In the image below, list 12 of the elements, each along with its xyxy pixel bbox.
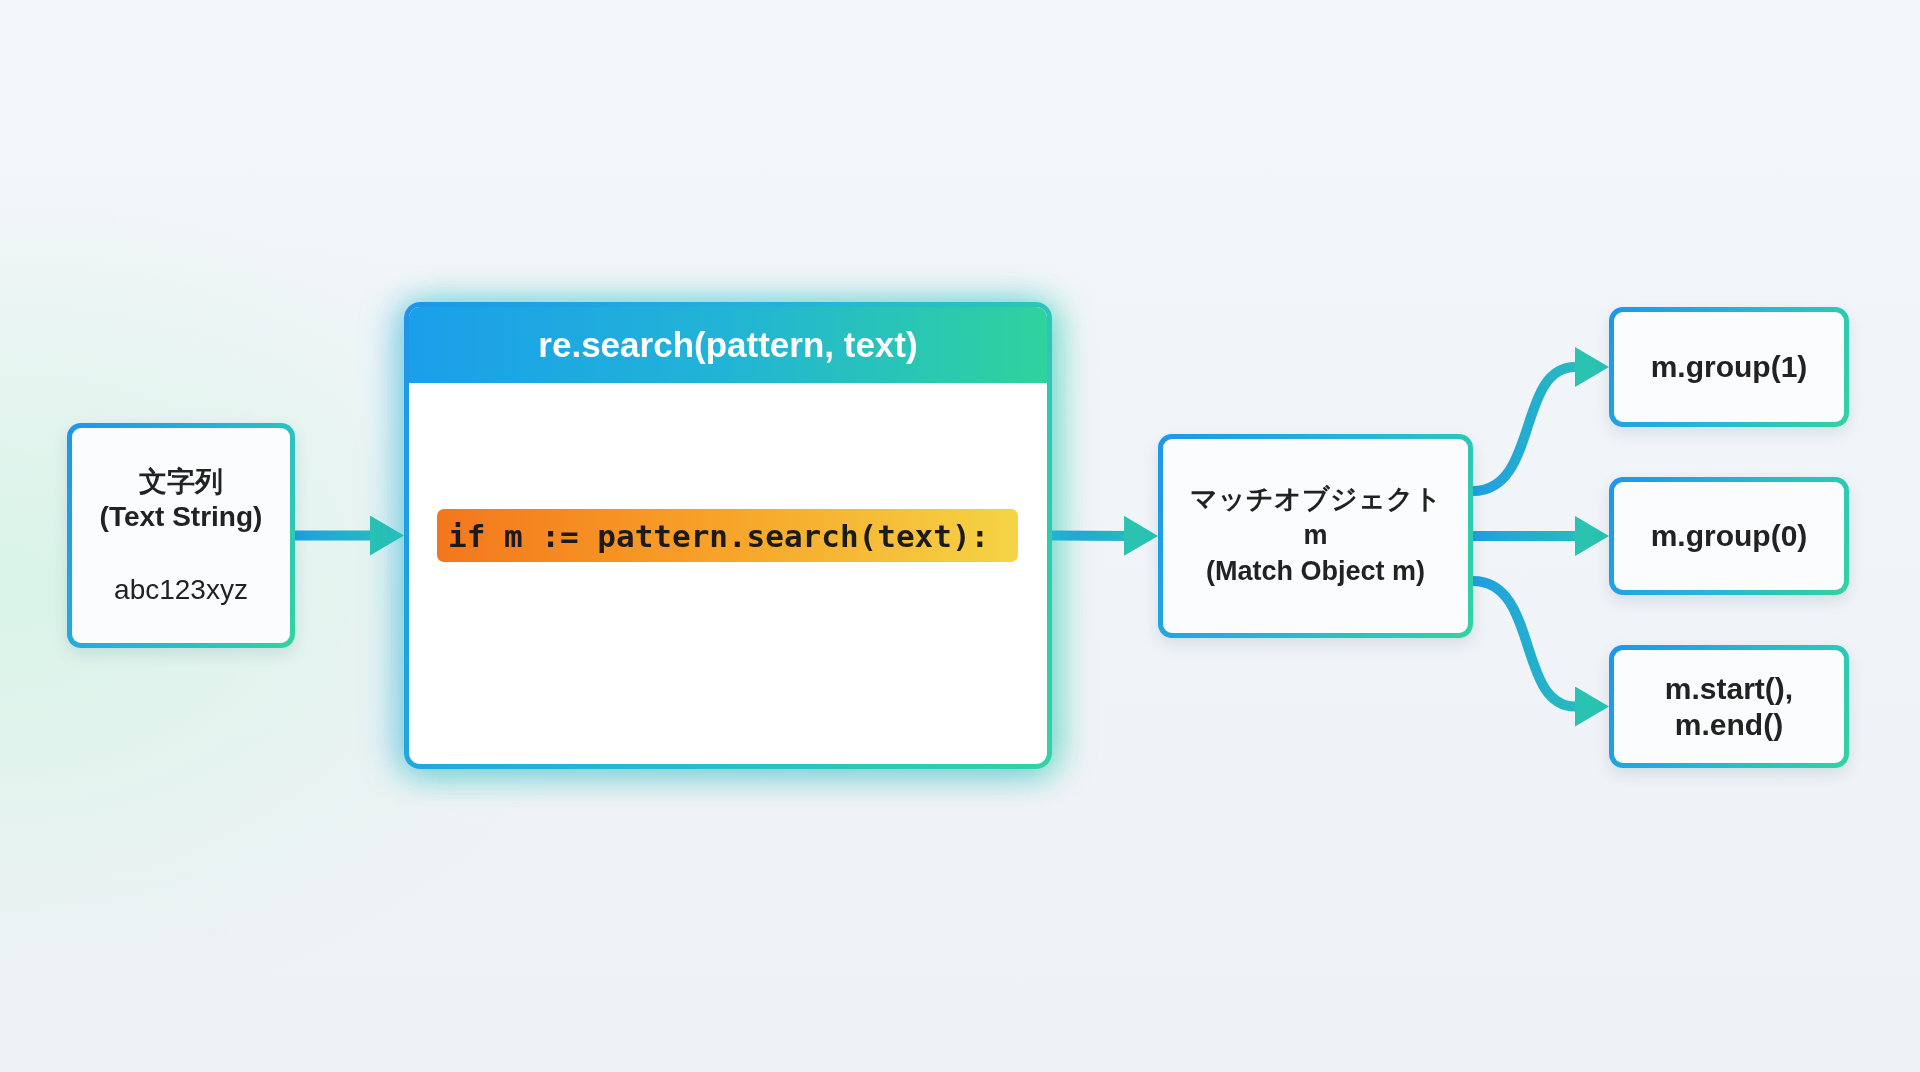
box-value: abc123xyz xyxy=(114,573,248,607)
method-label: m.start(), m.end() xyxy=(1664,670,1794,743)
method-label: m.group(1) xyxy=(1650,349,1808,385)
arrow xyxy=(1052,515,1158,556)
panel-header: re.search(pattern, text) xyxy=(409,307,1047,383)
method-label: m.group(0) xyxy=(1650,518,1808,554)
box-heading: 文字列 (Text String) xyxy=(99,465,263,534)
arrow xyxy=(1473,516,1609,556)
arrow xyxy=(295,515,404,556)
code-text: if m := pattern.search(text): xyxy=(448,517,990,554)
code-highlight xyxy=(437,509,1018,562)
box-label: マッチオブジェクト m (Match Object m) xyxy=(1189,483,1442,588)
